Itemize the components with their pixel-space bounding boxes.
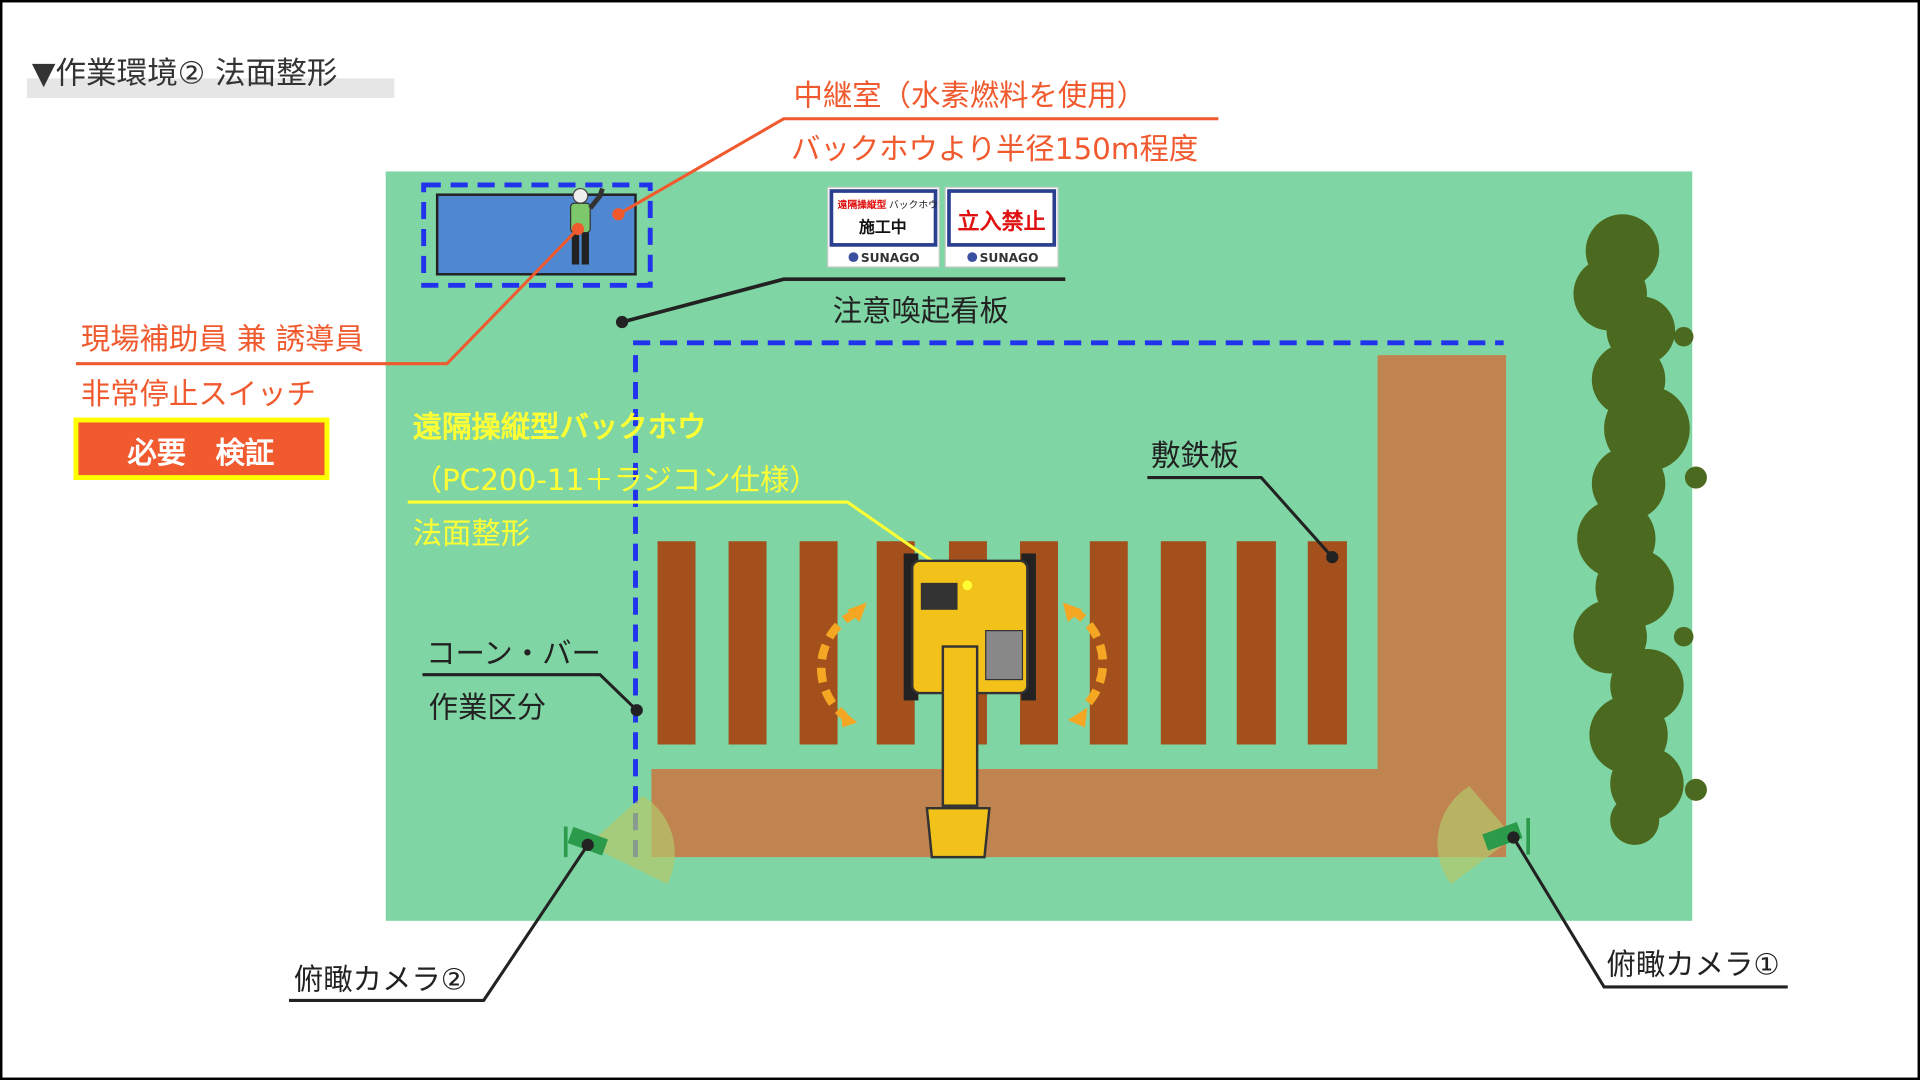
relay-room-range: バックホウより半径150m程度 <box>791 132 1198 166</box>
svg-text:SUNAGO: SUNAGO <box>861 251 920 265</box>
camera2-leader <box>288 844 590 1002</box>
leader-dot <box>615 315 629 329</box>
emergency-stop-label: 非常停止スイッチ <box>81 377 316 411</box>
steel-plate-label: 敷鉄板 <box>1151 438 1239 472</box>
backhoe-leader <box>407 500 969 587</box>
cone-bar-label: コーン・バー <box>426 637 601 671</box>
relay-leader <box>617 117 1219 216</box>
verification-badge <box>73 417 330 480</box>
signboard-label: 注意喚起看板 <box>833 294 1009 328</box>
svg-text:施工中: 施工中 <box>859 218 907 237</box>
signboard-leader <box>621 277 1066 324</box>
steel-plate <box>1160 541 1207 745</box>
signboard-under-construction: 遠隔操縦型 バックホウ 施工中 SUNAGO <box>827 186 940 268</box>
page-title: ▼作業環境② 法面整形 <box>32 56 338 91</box>
assistant-label: 現場補助員 兼 誘導員 <box>81 322 364 356</box>
steel-plate <box>657 541 696 745</box>
svg-text:遠隔操縦型: 遠隔操縦型 <box>838 198 887 211</box>
leader-dot <box>581 838 594 852</box>
steel-plate <box>1236 541 1276 745</box>
svg-text:立入禁止: 立入禁止 <box>958 209 1046 235</box>
work-division-label: 作業区分 <box>429 691 547 725</box>
work-area-boundary <box>633 340 1504 858</box>
relay-room-label: 中継室（水素燃料を使用） <box>793 78 1146 112</box>
steel-plate <box>1089 541 1128 745</box>
signboard-no-entry: 立入禁止 SUNAGO <box>944 186 1059 268</box>
cone-bar-leader <box>422 673 638 712</box>
camera2-view-cone <box>587 795 675 885</box>
trees <box>1573 214 1707 845</box>
camera1-leader <box>1512 836 1788 989</box>
rotation-arrows-icon <box>816 602 1108 728</box>
excavator-icon <box>903 553 1036 859</box>
verification-badge-text: 必要 検証 <box>127 436 274 470</box>
assistant-leader <box>75 227 580 366</box>
steel-plate-leader <box>1147 476 1334 559</box>
leader-dot <box>1507 831 1520 844</box>
leader-dot <box>571 222 585 236</box>
relay-room-boundary <box>421 182 653 288</box>
leader-dot <box>1326 551 1339 564</box>
camera1-view-cone <box>1437 786 1514 885</box>
steel-plate <box>1307 541 1347 745</box>
steel-plate <box>799 541 838 745</box>
backhoe-title: 遠隔操縦型バックホウ <box>413 410 707 444</box>
leader-dot <box>630 704 643 717</box>
camera2-label: 俯瞰カメラ② <box>294 962 467 996</box>
svg-text:バックホウ: バックホウ <box>889 199 938 211</box>
title-highlight <box>26 78 395 98</box>
camera1-icon <box>1482 817 1530 855</box>
relay-room <box>435 193 637 276</box>
svg-text:SUNAGO: SUNAGO <box>980 251 1039 265</box>
dirt-road <box>651 355 1507 858</box>
leader-dot <box>612 208 625 221</box>
camera1-label: 俯瞰カメラ① <box>1607 948 1780 982</box>
backhoe-task: 法面整形 <box>413 517 531 551</box>
steel-plate <box>728 541 767 745</box>
backhoe-model: （PC200-11＋ラジコン仕様） <box>413 463 819 497</box>
